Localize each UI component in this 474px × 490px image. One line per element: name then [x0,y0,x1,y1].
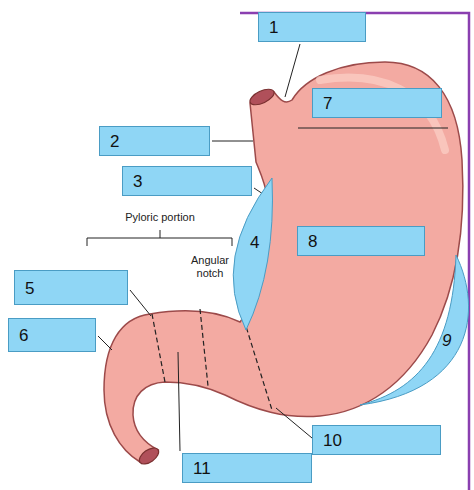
stomach-outline [104,62,463,462]
label-box: 8 [297,226,425,256]
callout-number: 1 [269,19,278,36]
crescent-shape [358,250,468,410]
crescent-path [233,178,272,330]
part-label: Pyloric portion [95,211,225,224]
callout-number: 6 [19,327,28,344]
crescent-region: 9 [358,250,468,410]
crescent-shape [236,178,278,330]
label-box: 10 [312,425,441,455]
part-label: Angular notch [186,254,234,279]
canal-dash [200,309,208,386]
callout-number: 5 [25,279,34,296]
antrum-dash [244,320,272,410]
label-box: 1 [258,12,366,42]
esophagus-opening [248,86,277,108]
callout-number: 4 [250,234,259,251]
pyloric-bracket [87,230,232,246]
label-box: 5 [14,270,128,305]
leader-line [130,290,151,316]
leader-line [98,336,112,350]
label-box: 7 [312,88,442,118]
leader-line [285,44,300,97]
crescent-path [360,255,469,405]
callout-number: 11 [193,460,211,477]
duodenum-opening [137,445,162,467]
crescent-region: 4 [236,178,278,330]
callout-number: 2 [110,133,119,150]
label-box: 6 [8,318,96,352]
callout-number: 9 [442,332,451,349]
leader-line [178,352,180,451]
callout-number: 10 [323,432,342,449]
leader-line [298,128,448,129]
leader-line [276,408,312,438]
label-box: 2 [99,126,210,156]
callout-number: 7 [323,95,332,112]
callout-number: 8 [308,233,317,250]
label-box: 3 [122,166,252,196]
label-box: 11 [182,453,312,483]
leader-line [212,141,253,142]
callout-number: 3 [133,173,142,190]
pylorus-dash [152,314,165,382]
